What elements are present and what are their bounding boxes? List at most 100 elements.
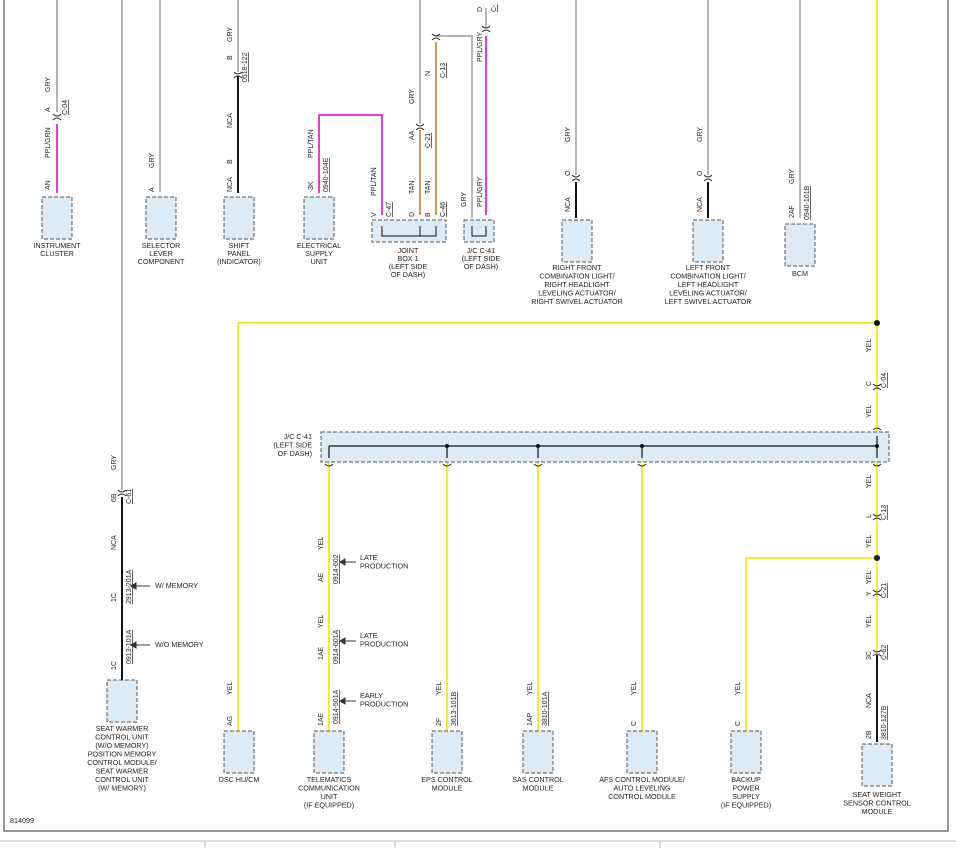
gry-wires bbox=[56, 0, 801, 490]
sw-wire-top: GRY bbox=[111, 455, 118, 470]
tel-note3-0: EARLY bbox=[360, 691, 383, 700]
rf-pin: NCA bbox=[565, 197, 572, 212]
jb-conn-c47: C-47 bbox=[386, 202, 393, 217]
ic-wire-ppl: PPL/GRN bbox=[45, 127, 52, 158]
jb-upper-conn2: C-13 bbox=[440, 63, 447, 78]
sw-name-2: (W/O MEMORY) bbox=[95, 741, 148, 750]
afs-wire: YEL bbox=[631, 682, 638, 695]
sw-conn-a: 2913-201A bbox=[126, 569, 133, 604]
right-front-combo-box bbox=[561, 219, 593, 263]
ic-pin: AN bbox=[45, 180, 52, 190]
rf-name-4: RIGHT SWIVEL ACTUATOR bbox=[531, 297, 623, 306]
jc-upper-conn: C- bbox=[491, 4, 498, 12]
sw-wire-mid: NCA bbox=[111, 535, 118, 550]
sp-wire-nca: NCA bbox=[227, 113, 234, 128]
sp-name-2: (INDICATOR) bbox=[217, 257, 261, 266]
trunk-wire-4: YEL bbox=[866, 571, 873, 584]
note-w-memory: W/ MEMORY bbox=[155, 581, 198, 590]
tel-v1-pin: AE bbox=[318, 572, 325, 582]
tel-note2-0: LATE bbox=[360, 631, 378, 640]
sas-conn: 3810-101A bbox=[542, 691, 549, 726]
sw-conn-top: C-61 bbox=[126, 489, 133, 504]
afs-name-2: CONTROL MODULE bbox=[608, 792, 676, 801]
bps-wire: YEL bbox=[735, 682, 742, 695]
tel-name-0: TELEMATICS bbox=[307, 775, 352, 784]
afs-name-1: AUTO LEVELING bbox=[614, 784, 671, 793]
bps-name-0: BACKUP bbox=[731, 775, 761, 784]
jb-upper-pin2: N bbox=[425, 71, 432, 76]
lf-name-3: LEVELING ACTUATOR/ bbox=[669, 289, 747, 298]
trunk-wire-3: YEL bbox=[866, 535, 873, 548]
left-front-combo-box bbox=[692, 219, 724, 263]
tel-v2-conn: 0914-601A bbox=[333, 629, 340, 664]
sl-name-2: COMPONENT bbox=[138, 257, 185, 266]
sws-pin: 2B bbox=[866, 730, 873, 739]
sw-pin-a: 1C bbox=[111, 593, 118, 602]
trunk-conn-1: C-04 bbox=[881, 373, 888, 388]
telematics-box bbox=[313, 730, 345, 774]
tel-v3-conn: 0914-501A bbox=[333, 689, 340, 724]
lf-name-1: COMBINATION LIGHT/ bbox=[670, 272, 745, 281]
trunk-wire-4b: YEL bbox=[866, 615, 873, 628]
jcbus-name-1: (LEFT SIDE bbox=[273, 441, 312, 450]
svg-text:BCM: BCM bbox=[792, 269, 808, 278]
trunk-pin-4: Y bbox=[866, 591, 873, 596]
tel-note1-1: PRODUCTION bbox=[360, 562, 408, 571]
eps-name-1: MODULE bbox=[432, 784, 463, 793]
bps-name-2: SUPPLY bbox=[732, 792, 760, 801]
tel-v2-pin: 1AE bbox=[318, 646, 325, 660]
sw-name-0: SEAT WARMER bbox=[96, 724, 149, 733]
sp-pin: NCA bbox=[227, 177, 234, 192]
eps-wire: YEL bbox=[436, 682, 443, 695]
sl-wire: GRY bbox=[149, 153, 156, 168]
tel-note1-0: LATE bbox=[360, 553, 378, 562]
note-wo-memory: W/O MEMORY bbox=[155, 640, 204, 649]
sws-name-1: SENSOR CONTROL bbox=[843, 799, 911, 808]
rf-name-0: RIGHT FRONT bbox=[553, 263, 603, 272]
tel-v1-wire: YEL bbox=[318, 537, 325, 550]
sw-conn-b: 0913-101A bbox=[126, 629, 133, 664]
sws-conn: 3810-127B bbox=[881, 705, 888, 740]
afs-control-box bbox=[626, 730, 658, 774]
trunk-wire-2: YEL bbox=[866, 475, 873, 488]
sas-name-0: SAS CONTROL bbox=[512, 775, 564, 784]
sl-pin: A bbox=[149, 187, 156, 192]
trunk-wire-0: YEL bbox=[866, 339, 873, 352]
jc-bus-box bbox=[320, 431, 890, 463]
afs-name-0: AFS CONTROL MODULE/ bbox=[599, 775, 685, 784]
sw-name-1: CONTROL UNIT bbox=[95, 733, 149, 742]
tel-name-1: COMMUNICATION bbox=[298, 784, 360, 793]
trunk-conn-5: C-62 bbox=[881, 645, 888, 660]
jb-pin-d: D bbox=[409, 212, 416, 217]
es-conn: 0940-104E bbox=[323, 157, 330, 192]
nca-wires bbox=[121, 76, 878, 742]
eps-control-box bbox=[431, 730, 463, 774]
connector-marks bbox=[52, 25, 882, 657]
sp-conn2: 0518-122 bbox=[242, 52, 249, 82]
diagram-id: 814099 bbox=[10, 816, 34, 825]
dsc-name-0: DSC HU/CM bbox=[219, 775, 260, 784]
bcm-pin: 2AF bbox=[789, 205, 796, 218]
jc-name-1: (LEFT SIDE bbox=[462, 254, 501, 263]
sp-wire-gry: GRY bbox=[227, 27, 234, 42]
jc-name-2: OF DASH) bbox=[464, 262, 498, 271]
jb-wire-ppl: PPL/TAN bbox=[371, 167, 378, 196]
eps-name-0: EPS CONTROL bbox=[421, 775, 473, 784]
bcm-box bbox=[784, 223, 816, 267]
es-name-2: UNIT bbox=[311, 257, 328, 266]
dsc-pin: AG bbox=[227, 716, 234, 726]
sp-name-0: SHIFT bbox=[229, 241, 250, 250]
lf-conn-pin: O bbox=[697, 170, 704, 176]
rf-name-3: LEVELING ACTUATOR/ bbox=[538, 289, 616, 298]
sws-name-0: SEAT WEIGHT bbox=[853, 790, 902, 799]
sw-name-4: CONTROL MODULE/ bbox=[87, 758, 157, 767]
trunk-pin-3: L bbox=[866, 514, 873, 518]
